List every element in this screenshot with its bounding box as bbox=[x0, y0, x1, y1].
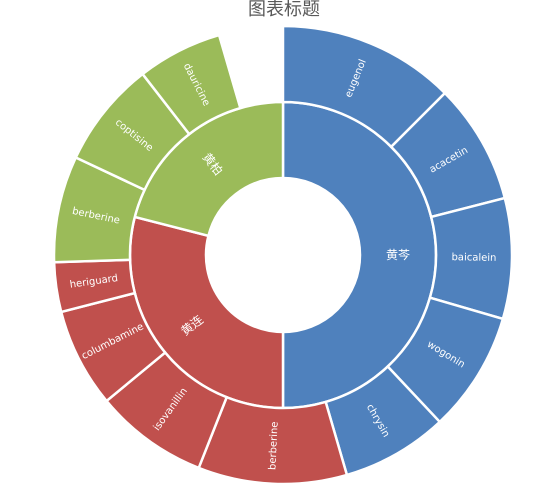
outer-segment-dauricine-11 bbox=[140, 33, 242, 136]
outer-label-berberine-5: berberine bbox=[267, 421, 280, 470]
inner-label-0: 黄芩 bbox=[386, 248, 410, 262]
chart-title: 图表标题 bbox=[248, 0, 320, 20]
sunburst-rings: 黄芩黄连黄柏eugenolacacetinbaicaleinwogoninchr… bbox=[52, 24, 514, 486]
outer-label-baicalein-2: baicalein bbox=[451, 252, 496, 264]
